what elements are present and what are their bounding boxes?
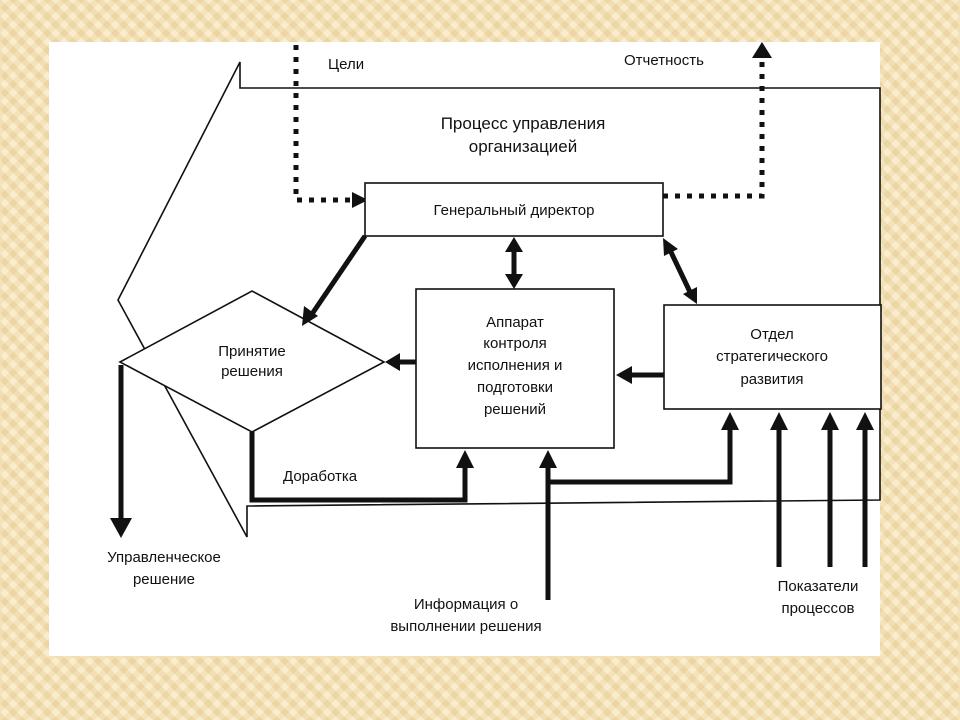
decision-label-line1: Принятие: [218, 343, 286, 360]
rework-label: Доработка: [283, 468, 358, 485]
arrowhead-apparatus-down: [505, 274, 523, 289]
execution-info-label-line1: Информация о: [413, 596, 519, 613]
goals-arrowhead: [352, 192, 368, 208]
dept-label-line2: стратегического: [716, 348, 828, 365]
indicators-label-line2: процессов: [781, 600, 855, 617]
arrowhead-execution-info: [539, 450, 557, 468]
arrow-execution-to-dept: [548, 428, 733, 485]
arrowhead-execution-to-dept: [721, 412, 739, 430]
arrowhead-indicator-3: [856, 412, 874, 430]
apparatus-label-line1: Аппарат: [486, 314, 544, 331]
process-title-line1: Процесс управления: [440, 114, 606, 133]
arrowhead-apparatus-up: [505, 237, 523, 252]
decision-diamond: [118, 290, 386, 433]
reporting-dotted-line: [663, 58, 765, 199]
arrow-director-to-decision: [309, 234, 368, 316]
apparatus-label-line4: подготовки: [477, 379, 553, 396]
apparatus-label-line2: контроля: [483, 335, 547, 352]
process-title-line2: организацией: [468, 137, 578, 156]
arrowhead-apparatus-to-decision: [385, 353, 400, 371]
reporting-arrowhead: [752, 42, 772, 58]
apparatus-box: [415, 288, 615, 449]
dept-label-line3: развития: [740, 371, 804, 388]
arrow-director-dept: [667, 248, 693, 294]
mgmt-decision-label-line1: Управленческое: [107, 549, 221, 566]
goals-label: Цели: [328, 56, 365, 73]
director-box: [364, 182, 664, 237]
goals-dotted-line: [293, 45, 365, 203]
execution-info-label-line2: выполнении решения: [390, 618, 542, 635]
arrowhead-indicator-1: [770, 412, 788, 430]
arrowhead-decision-output: [110, 518, 132, 538]
director-label: Генеральный директор: [433, 202, 595, 219]
arrowhead-dept-up: [663, 238, 678, 256]
dept-box: [663, 304, 882, 410]
arrowhead-director-to-decision: [302, 306, 318, 326]
indicators-label-line1: Показатели: [777, 578, 859, 595]
arrow-rework: [249, 432, 468, 503]
mgmt-decision-label-line2: решение: [132, 571, 196, 588]
arrowhead-dept-to-apparatus: [616, 366, 632, 384]
arrowhead-rework: [456, 450, 474, 468]
reporting-label: Отчетность: [624, 52, 704, 69]
dept-label-line1: Отдел: [750, 326, 794, 343]
arrowhead-dept-down: [683, 287, 697, 304]
arrowhead-indicator-2: [821, 412, 839, 430]
apparatus-label-line5: решений: [483, 401, 547, 418]
process-outline: [117, 61, 881, 538]
decision-label-line2: решения: [221, 363, 283, 380]
apparatus-label-line3: исполнения и: [467, 357, 563, 374]
